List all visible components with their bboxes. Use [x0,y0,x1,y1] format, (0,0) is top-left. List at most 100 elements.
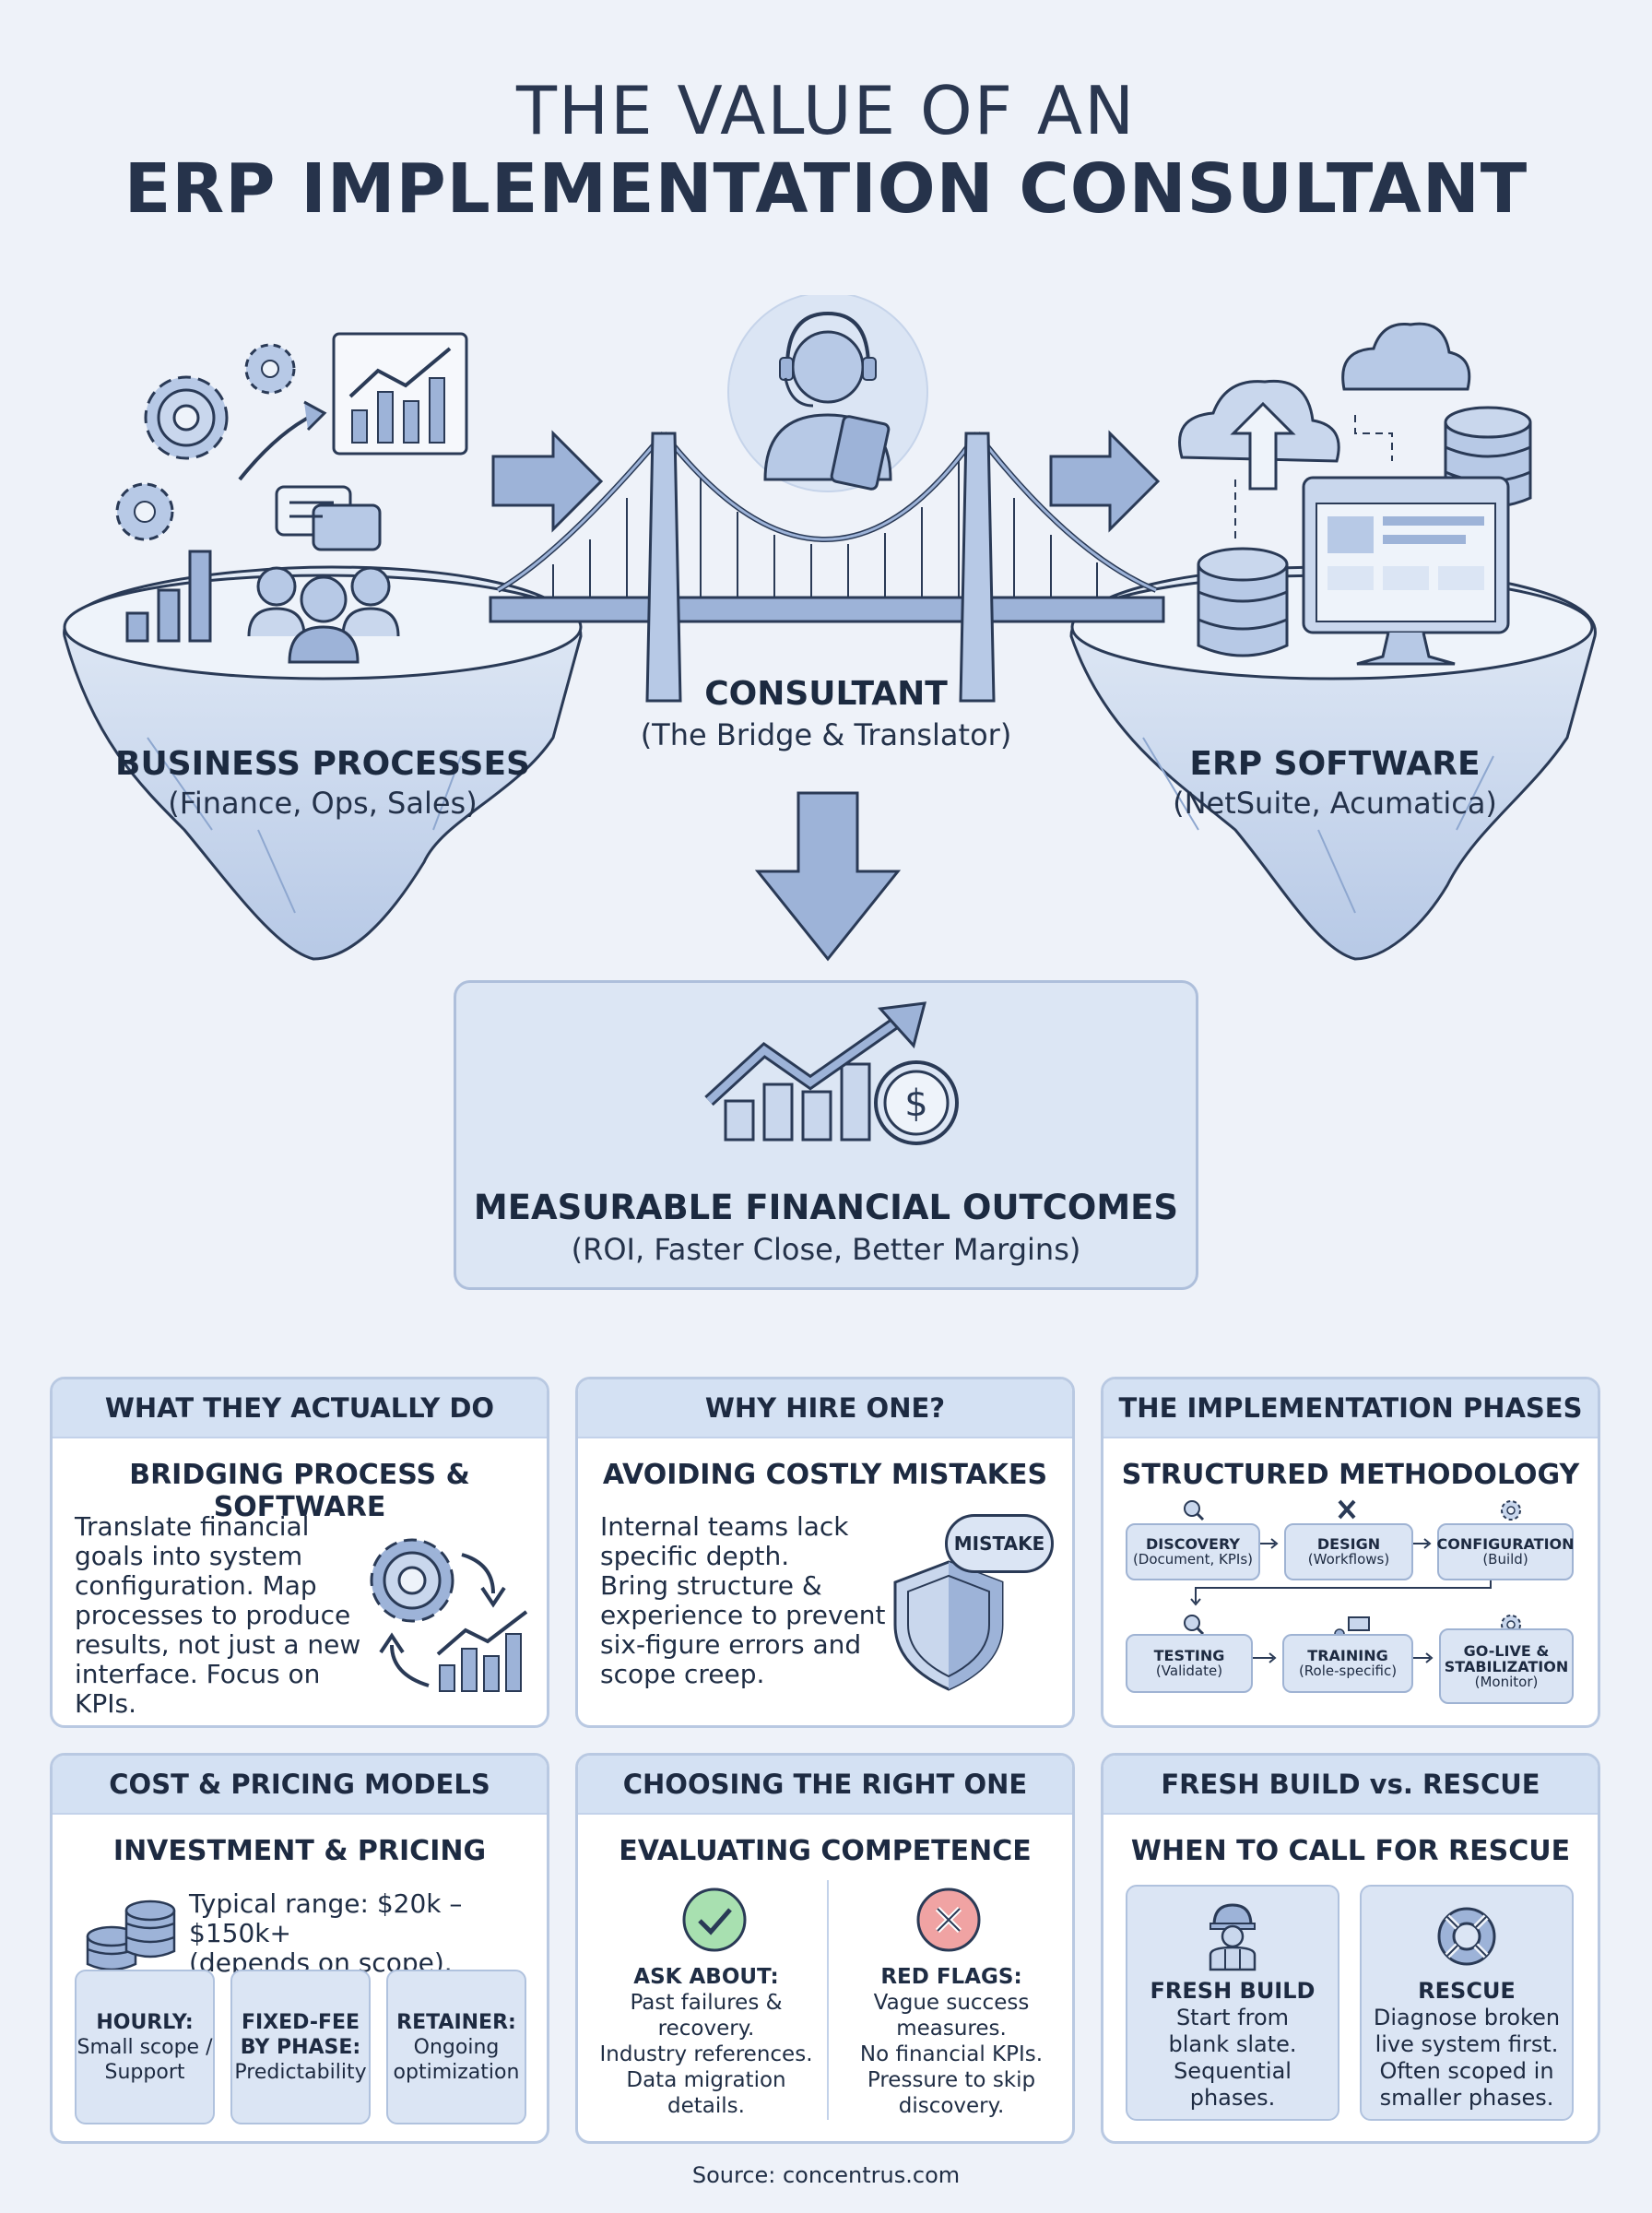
card-header: THE IMPLEMENTATION PHASES [1103,1379,1598,1438]
ask-about: ASK ABOUT: Past failures & recovery. Ind… [591,1964,821,2119]
construction-worker-icon [1209,1903,1257,1971]
card-body: Translate financial goals into system co… [75,1512,379,1719]
price-range: Typical range: $20k – $150k+ (depends on… [189,1889,547,1978]
red-flag-line: discovery. [898,2094,1005,2118]
phase-go-live: GO-LIVE & STABILIZATION (Monitor) [1439,1628,1574,1704]
database-icon [1197,547,1289,657]
gear-icon [115,482,174,541]
red-flags-title: RED FLAGS: [880,1965,1022,1989]
shield-icon [893,1560,1004,1691]
rescue-box: RESCUE Diagnose broken live system first… [1360,1885,1574,2121]
fresh-build-title: FRESH BUILD [1150,1978,1316,2004]
body-line: Internal teams lack [600,1511,849,1542]
red-flag-line: No financial KPIs. [859,2042,1044,2066]
card-fresh-vs-rescue: FRESH BUILD vs. RESCUE WHEN TO CALL FOR … [1101,1753,1600,2144]
cloud-upload-icon [1178,379,1340,491]
body-line: Translate financial [75,1511,310,1542]
phase-testing: TESTING (Validate) [1126,1634,1253,1693]
monitor-icon [1302,476,1510,666]
ask-title: ASK ABOUT: [633,1965,779,1989]
card-subtitle: STRUCTURED METHODOLOGY [1121,1459,1580,1491]
model-detail: Predictability [234,2060,367,2084]
phase-name: DESIGN [1316,1535,1381,1553]
body-line: six-figure errors and [600,1629,862,1660]
card-header: WHAT THEY ACTUALLY DO [53,1379,547,1438]
card-why-hire: WHY HIRE ONE? AVOIDING COSTLY MISTAKES I… [575,1377,1075,1728]
phase-detail: (Role-specific) [1298,1663,1398,1679]
gear-growth-icon [370,1538,528,1692]
card-choosing: CHOOSING THE RIGHT ONE EVALUATING COMPET… [575,1753,1075,2144]
magnifier-icon [1184,1500,1205,1521]
pricing-hourly: HOURLY: Small scope / Support [75,1970,215,2124]
model-detail: Support [104,2060,185,2084]
body-line: configuration. Map [75,1570,317,1601]
bridge [489,432,1165,703]
phase-training: TRAINING (Role-specific) [1282,1634,1413,1693]
bug-magnifier-icon [1184,1615,1205,1636]
phase-detail: (Monitor) [1474,1673,1539,1690]
phase-configuration: CONFIGURATION (Build) [1436,1523,1575,1580]
phase-detail: (Validate) [1155,1663,1223,1679]
red-flag-line: measures. [896,2017,1007,2041]
consultant-subtitle: (The Bridge & Translator) [640,717,1012,752]
title-line-1: THE VALUE OF AN [515,72,1137,149]
phase-detail: (Workflows) [1307,1551,1390,1568]
body-line: processes to produce [75,1600,351,1630]
rescue-options: FRESH BUILD Start from blank slate. Sequ… [1126,1885,1581,2121]
ask-line: recovery. [657,2017,755,2041]
card-header: COST & PRICING MODELS [53,1756,547,1815]
card-implementation-phases: THE IMPLEMENTATION PHASES STRUCTURED MET… [1101,1377,1600,1728]
phase-discovery: DISCOVERY (Document, KPIs) [1126,1523,1260,1580]
body-line: scope creep. [600,1659,765,1689]
erp-software-title: ERP SOFTWARE [1189,745,1481,783]
model-name: FIXED-FEE [241,2010,360,2034]
outcomes-box: $ MEASURABLE FINANCIAL OUTCOMES (ROI, Fa… [454,980,1198,1290]
x-icon [916,1888,981,1952]
financial-growth-icon: $ [704,1001,959,1145]
gear-icon [244,343,296,395]
phase-name: TESTING [1153,1647,1225,1664]
card-subtitle: WHEN TO CALL FOR RESCUE [1130,1835,1571,1867]
card-body: Internal teams lack specific depth. Brin… [600,1512,895,1689]
check-icon [682,1888,747,1952]
phase-name: TRAINING [1307,1647,1388,1664]
consultant-headset-icon [727,295,928,492]
phase-name: STABILIZATION [1444,1657,1569,1675]
ask-line: Past failures & [630,1991,783,2015]
gear-icon [1501,1500,1521,1521]
down-arrow-icon [754,791,902,962]
rescue-line: Often scoped in [1379,2058,1554,2084]
body-line: specific depth. [600,1541,790,1571]
phase-design: DESIGN (Workflows) [1284,1523,1413,1580]
card-cost-pricing: COST & PRICING MODELS INVESTMENT & PRICI… [50,1753,549,2144]
body-line: interface. Focus on KPIs. [75,1659,321,1719]
bar-chart-icon [125,550,212,643]
growth-chart-icon [332,332,468,456]
fresh-line: blank slate. [1168,2031,1297,2057]
pricing-fixed-fee: FIXED-FEE BY PHASE: Predictability [230,1970,371,2124]
bridge-diagram [63,295,1597,962]
business-processes-title: BUSINESS PROCESSES [115,745,530,783]
lifebuoy-icon [1437,1907,1496,1966]
card-subtitle: AVOIDING COSTLY MISTAKES [602,1459,1048,1491]
ask-line: details. [667,2094,745,2118]
card-subtitle: BRIDGING PROCESS & SOFTWARE [129,1459,470,1523]
phase-name: DISCOVERY [1145,1535,1240,1553]
business-processes-subtitle: (Finance, Ops, Sales) [168,786,478,821]
phase-name: CONFIGURATION [1436,1535,1575,1553]
card-header: CHOOSING THE RIGHT ONE [578,1756,1072,1815]
rescue-line: live system first. [1375,2031,1559,2057]
right-arrow-icon [491,430,604,533]
body-line: experience to prevent [600,1600,886,1630]
pricing-retainer: RETAINER: Ongoing optimization [386,1970,526,2124]
ask-line: Industry references. [599,2042,813,2066]
consultant-title: CONSULTANT [704,675,948,713]
svg-text:$: $ [904,1083,927,1125]
model-name: BY PHASE: [240,2035,361,2059]
chat-bubbles-icon [275,485,382,551]
red-flag-line: Pressure to skip [867,2068,1036,2092]
source-credit: Source: concentrus.com [691,2162,961,2188]
outcomes-subtitle: (ROI, Faster Close, Better Margins) [571,1232,1081,1267]
mistake-bubble: MISTAKE [945,1514,1054,1573]
fresh-build-box: FRESH BUILD Start from blank slate. Sequ… [1126,1885,1339,2121]
